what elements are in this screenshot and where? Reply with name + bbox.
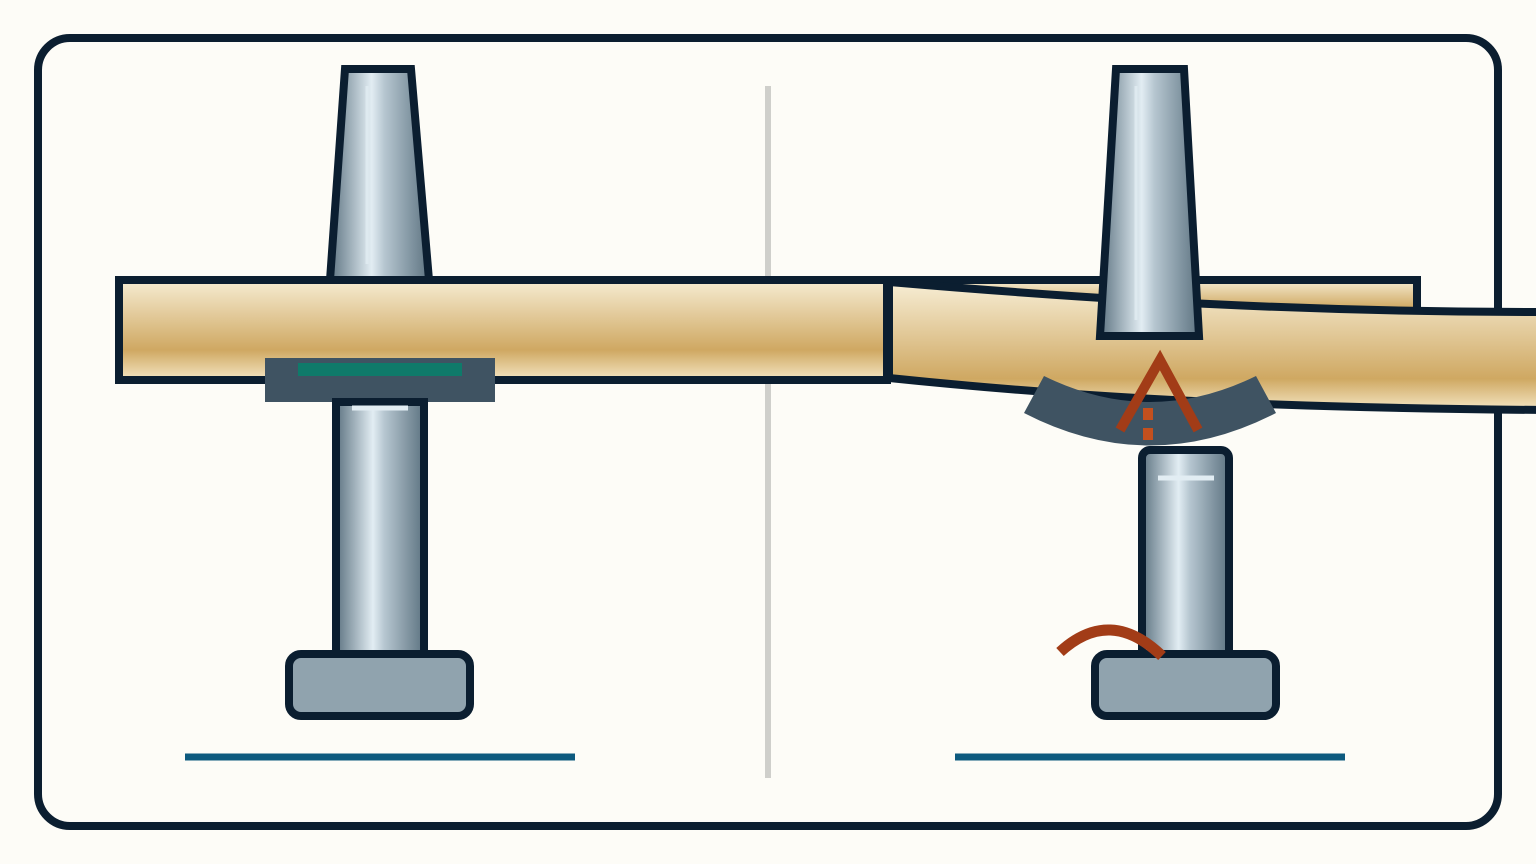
footing-icon: [285, 650, 474, 720]
footing-icon: [1091, 650, 1280, 720]
lower-column-icon: [1138, 446, 1233, 664]
upper-column-icon: [1095, 65, 1204, 340]
right-panel: [883, 65, 1536, 761]
upper-column-icon: [325, 65, 434, 284]
arrow-up-icon: [1115, 349, 1203, 448]
bearing-pad-icon: [265, 358, 495, 402]
deck-beam-icon: [115, 276, 891, 384]
lower-column-icon: [332, 398, 428, 662]
rotation-arc-icon: [1056, 624, 1166, 661]
